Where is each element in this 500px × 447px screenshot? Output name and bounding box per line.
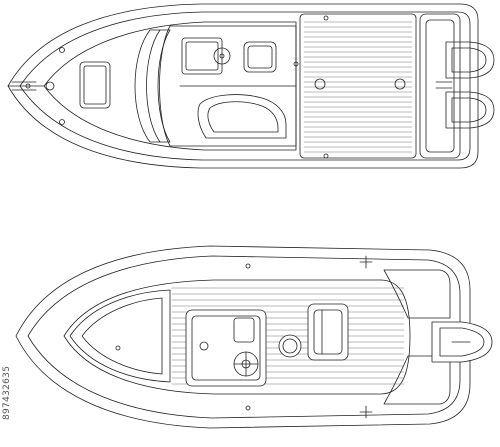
upper-deck-hatch-right <box>394 78 406 90</box>
upper-outboard-engine-bottom <box>445 91 495 129</box>
upper-aft-deck <box>299 13 417 159</box>
stock-id-watermark: 897432635 <box>2 365 12 420</box>
upper-helm-console <box>181 37 223 75</box>
upper-windscreen <box>134 29 161 143</box>
lower-round-hatch <box>278 334 302 358</box>
lower-aft-hatch <box>307 303 349 361</box>
lower-cleat-bottom <box>359 405 373 419</box>
upper-cabin-bench <box>197 94 287 139</box>
upper-deck-planking <box>303 21 413 153</box>
upper-helm-seat <box>243 41 277 73</box>
upper-cabin-outline <box>159 25 297 147</box>
lower-transom-seat-bottom <box>383 355 451 405</box>
upper-hull-outline <box>7 3 479 169</box>
upper-boat <box>7 3 495 169</box>
lower-transom-seat-top <box>383 269 451 319</box>
lower-cockpit-outline <box>63 279 411 395</box>
lower-bow-seat <box>69 289 171 383</box>
lower-cleat-top <box>359 255 373 269</box>
upper-hull-inner-line <box>19 11 471 161</box>
upper-steering-wheel <box>213 47 231 65</box>
upper-outboard-engine-top <box>445 41 495 79</box>
lower-console-seat <box>233 317 255 343</box>
upper-transom <box>419 13 461 159</box>
lower-outboard-engine <box>431 321 493 363</box>
upper-deck-hatch-left <box>314 78 326 90</box>
upper-foredeck-hatch <box>79 61 111 109</box>
upper-bow-cleat <box>45 81 55 91</box>
lower-boat <box>15 245 493 429</box>
